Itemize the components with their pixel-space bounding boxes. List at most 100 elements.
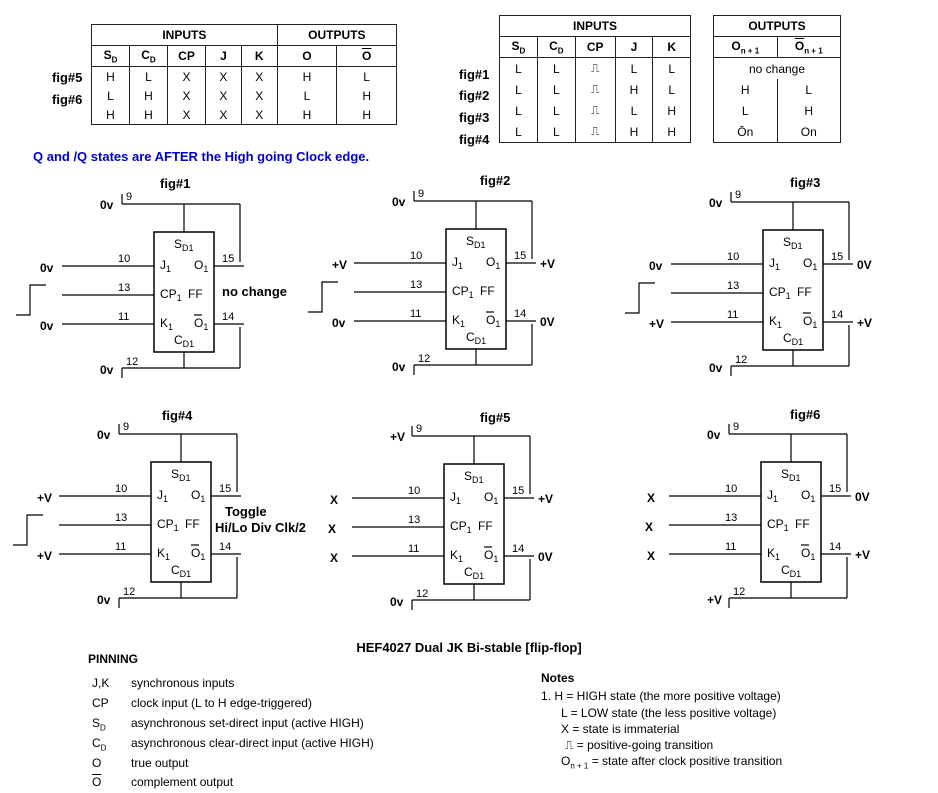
col-k: K	[652, 36, 691, 58]
chip-pin-label: O1	[194, 258, 208, 274]
chip-pin-label: CD1	[464, 565, 484, 581]
pin-number: 15	[829, 483, 841, 495]
pin-number: 12	[735, 354, 747, 366]
pin-number: 12	[126, 356, 138, 368]
row-label: fig#5	[52, 70, 83, 85]
pin-number: 13	[410, 279, 422, 291]
pin-number: 9	[735, 189, 741, 201]
chip-pin-label: SD1	[781, 467, 801, 483]
pin-number: 12	[123, 586, 135, 598]
pin-number: 15	[514, 250, 526, 262]
input-level: 0v	[100, 363, 114, 377]
pin-row: CP clock input (L to H edge-triggered)	[92, 696, 312, 710]
chip-pin-label: J1	[452, 255, 463, 271]
input-level: 0v	[390, 595, 404, 609]
figure-label: fig#6	[790, 407, 820, 422]
chip-pin-label: CP1	[767, 517, 789, 533]
input-level: 0v	[40, 319, 54, 333]
clock-edge-icon	[13, 514, 43, 546]
chip-pin-label: CP1	[450, 519, 472, 535]
clock-edge-icon	[625, 282, 655, 314]
pin-number: 10	[727, 251, 739, 263]
col-onot: O	[336, 45, 397, 67]
input-level: X	[647, 549, 655, 563]
chip-pin-label: O1	[801, 488, 815, 504]
output-level: +V	[538, 492, 553, 506]
table-row: no change	[713, 57, 841, 79]
input-level: +V	[649, 317, 664, 331]
input-level: X	[645, 520, 653, 534]
input-level: 0v	[649, 259, 663, 273]
pin-number: 11	[410, 308, 421, 320]
chip-pin-label: SD1	[464, 469, 484, 485]
chip-pin-label: CD1	[174, 333, 194, 349]
input-level: 0v	[707, 428, 721, 442]
main-title: HEF4027 Dual JK Bi-stable [flip-flop]	[356, 640, 582, 655]
input-level: 0v	[392, 195, 406, 209]
clock-edge-icon	[308, 281, 338, 313]
row-label: fig#3	[459, 110, 490, 125]
output-level: +V	[857, 316, 872, 330]
pin-number: 14	[222, 311, 234, 323]
pin-number: 12	[416, 588, 428, 600]
chip-pin-label: K1	[767, 546, 780, 562]
pin-number: 15	[222, 253, 234, 265]
chip-pin-label: CP1	[452, 284, 474, 300]
input-level: 0v	[709, 361, 723, 375]
pin-number: 15	[219, 483, 231, 495]
row-label: fig#2	[459, 88, 490, 103]
chip-pin-label: O1	[191, 546, 205, 562]
chip-pin-label: FF	[478, 519, 493, 533]
pin-row: O true output	[92, 756, 189, 770]
col-k: K	[240, 45, 278, 67]
pin-number: 10	[410, 250, 422, 262]
figure-note: Hi/Lo Div Clk/2	[215, 520, 306, 535]
row-label: fig#4	[459, 132, 490, 147]
chip-pin-label: O1	[803, 256, 817, 272]
figure-note: Toggle	[225, 504, 267, 519]
col-sd: SD	[499, 36, 538, 58]
chip-pin-label: CD1	[466, 330, 486, 346]
pin-number: 15	[831, 251, 843, 263]
chip-pin-label: O1	[486, 313, 500, 329]
input-level: 0v	[709, 196, 723, 210]
chip-pin-label: SD1	[466, 234, 486, 250]
rise-icon: ⎍	[574, 100, 616, 121]
input-level: X	[328, 522, 336, 536]
chip-pin-label: CP1	[769, 285, 791, 301]
input-level: 0v	[40, 261, 54, 275]
chip-pin-label: O1	[486, 255, 500, 271]
col-on1: On + 1	[713, 36, 778, 58]
pin-number: 13	[725, 512, 737, 524]
figure-label: fig#5	[480, 410, 510, 425]
pin-number: 14	[219, 541, 231, 553]
pin-number: 9	[418, 188, 424, 200]
col-cp: CP	[574, 36, 616, 58]
pin-number: 14	[829, 541, 841, 553]
chip-pin-label: K1	[769, 314, 782, 330]
input-level: X	[330, 551, 338, 565]
chip-pin-label: FF	[480, 284, 495, 298]
figure-label: fig#1	[160, 176, 190, 191]
pin-number: 14	[512, 543, 524, 555]
input-level: 0v	[332, 316, 346, 330]
pin-number: 11	[727, 309, 738, 321]
pin-number: 10	[115, 483, 127, 495]
clock-edge-icon	[16, 284, 46, 316]
input-level: X	[330, 493, 338, 507]
pin-row: J,K synchronous inputs	[92, 676, 235, 690]
chip-pin-label: FF	[797, 285, 812, 299]
figure-note: no change	[222, 284, 287, 299]
input-level: 0v	[100, 198, 114, 212]
pin-number: 13	[727, 280, 739, 292]
